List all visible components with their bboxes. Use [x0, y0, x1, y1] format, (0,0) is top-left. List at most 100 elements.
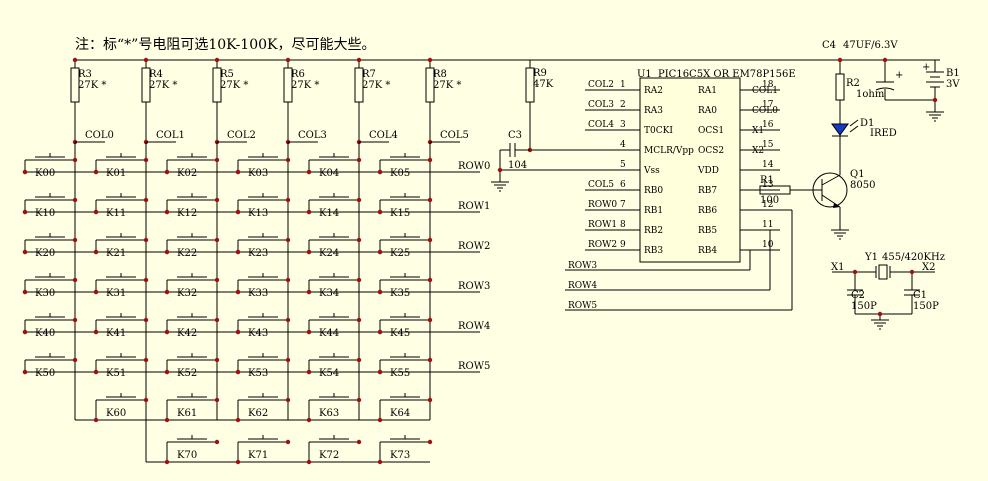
junction-dot	[72, 157, 78, 163]
key-label: K12	[177, 208, 197, 219]
key-label: K11	[106, 208, 126, 219]
junction-dot	[285, 357, 291, 363]
junction-dot	[93, 289, 99, 295]
junction-dot	[93, 369, 99, 375]
junction-dot	[285, 277, 291, 283]
junction-dot	[22, 329, 28, 335]
c4-value: 47UF/6.3V	[843, 40, 898, 51]
key-switch: K40	[22, 313, 78, 339]
key-label: K45	[390, 328, 410, 339]
junction-dot	[285, 57, 291, 63]
junction-dot	[377, 417, 383, 423]
key-label: K10	[35, 208, 55, 219]
key-label: K14	[319, 208, 339, 219]
junction-dot	[427, 317, 433, 323]
key-label: K13	[248, 208, 268, 219]
row-label: ROW4	[458, 321, 490, 332]
junction-dot	[285, 439, 291, 445]
key-label: K60	[106, 408, 126, 419]
b1-ref: B1	[946, 68, 960, 79]
junction-dot	[214, 57, 220, 63]
c2-value: 150P	[851, 301, 877, 312]
junction-dot	[214, 197, 220, 203]
c2-ref: C2	[851, 290, 865, 301]
junction-dot	[356, 277, 362, 283]
mcu-pin-number: 6	[620, 180, 626, 190]
key-label: K40	[35, 328, 55, 339]
junction-dot	[306, 329, 312, 335]
key-switch: K00	[22, 153, 78, 179]
col-label: COL1	[156, 130, 185, 141]
key-switch: K71	[235, 435, 291, 465]
col-resistor-ref: R7	[362, 69, 376, 80]
junction-dot	[377, 249, 383, 255]
emission-arrow-icon	[849, 119, 859, 127]
y1-ref: Y1	[864, 252, 878, 263]
key-label: K03	[248, 168, 268, 179]
junction-dot	[377, 459, 383, 465]
mcu-pin-name: RB0	[644, 186, 663, 196]
mcu-pin-number: 5	[620, 160, 626, 170]
r1-ref: R1	[760, 175, 774, 186]
junction-dot	[427, 197, 433, 203]
junction-dot	[214, 317, 220, 323]
b1-plus: +	[922, 62, 930, 73]
crystal-icon	[878, 264, 888, 280]
key-label: K64	[390, 408, 410, 419]
junction-dot	[164, 459, 170, 465]
junction-dot	[306, 369, 312, 375]
c3-value: 104	[508, 160, 527, 171]
mcu-pin-name: RB7	[698, 186, 717, 196]
key-label: K41	[106, 328, 126, 339]
key-switch: K04	[306, 153, 362, 179]
col-resistor-ref: R6	[291, 69, 305, 80]
d1-ref: D1	[860, 118, 874, 129]
mcu-chip: U1 PIC16C5X OR EM78P156E 1RA2COL22RA3COL…	[585, 69, 796, 263]
mcu-pin-net: ROW1	[588, 220, 617, 230]
junction-dot	[22, 169, 28, 175]
y1-value: 455/420KHz	[882, 252, 945, 263]
r9-ref: R9	[533, 68, 547, 79]
c4-ref: C4	[822, 40, 836, 51]
row-label: ROW0	[458, 161, 490, 172]
junction-dot	[306, 209, 312, 215]
ir-driver: R2 1ohm D1 IRED Q1 8050 R1 100	[740, 57, 897, 240]
key-switch: K02	[164, 153, 220, 179]
mcu-pin-name: RB1	[644, 206, 663, 216]
key-switch: K01	[93, 153, 149, 179]
mcu-pin-name: RA3	[644, 106, 663, 116]
mcu-pin-number: 11	[762, 220, 773, 230]
key-switch: K15	[377, 193, 433, 219]
mcu-pin-net: COL5	[588, 180, 614, 190]
mcu-pin-name: RA1	[698, 86, 717, 96]
junction-dot	[235, 169, 241, 175]
key-label: K73	[390, 450, 410, 461]
row-label: ROW3	[458, 281, 490, 292]
q1-value: 8050	[850, 180, 875, 191]
key-switch: K14	[306, 193, 362, 219]
key-label: K33	[248, 288, 268, 299]
key-switch: K53	[235, 353, 291, 379]
junction-dot	[214, 237, 220, 243]
key-label: K04	[319, 168, 339, 179]
key-label: K15	[390, 208, 410, 219]
key-label: K00	[35, 168, 55, 179]
r2-resistor	[835, 73, 845, 101]
junction-dot	[356, 357, 362, 363]
key-switch: K23	[235, 233, 291, 259]
col-label: COL2	[227, 130, 256, 141]
resistor-note: 注：标“*”号电阻可选10K-100K，尽可能大些。	[75, 37, 375, 53]
q1-ref: Q1	[850, 169, 865, 180]
mcu-pin-name: RA0	[698, 106, 717, 116]
key-label: K31	[106, 288, 126, 299]
col-resistor-ref: R5	[220, 69, 234, 80]
b1-value: 3V	[946, 79, 960, 90]
key-switch: K44	[306, 313, 362, 339]
key-switch: K32	[164, 273, 220, 299]
junction-dot	[72, 197, 78, 203]
junction-dot	[427, 397, 433, 403]
key-label: K32	[177, 288, 197, 299]
junction-dot	[377, 289, 383, 295]
c1-ref: C1	[913, 290, 927, 301]
